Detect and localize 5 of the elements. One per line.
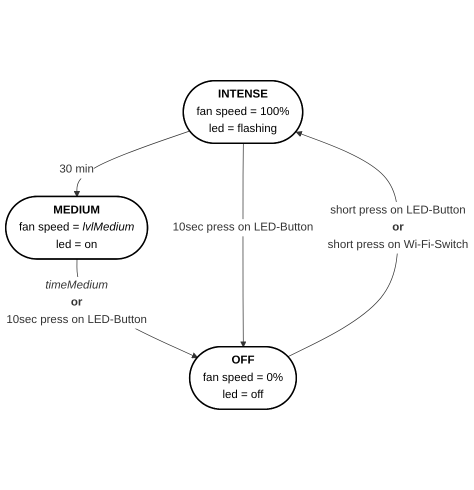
edge-label: short press on LED-Button or short press on Wi-Fi-Switch [328, 204, 468, 251]
edge-label: 10sec press on LED-Button [172, 221, 314, 234]
edge-label: timeMedium or 10sec press on LED-Button [6, 279, 147, 326]
arrow [240, 143, 246, 348]
edge-label: 30 min [59, 163, 94, 176]
